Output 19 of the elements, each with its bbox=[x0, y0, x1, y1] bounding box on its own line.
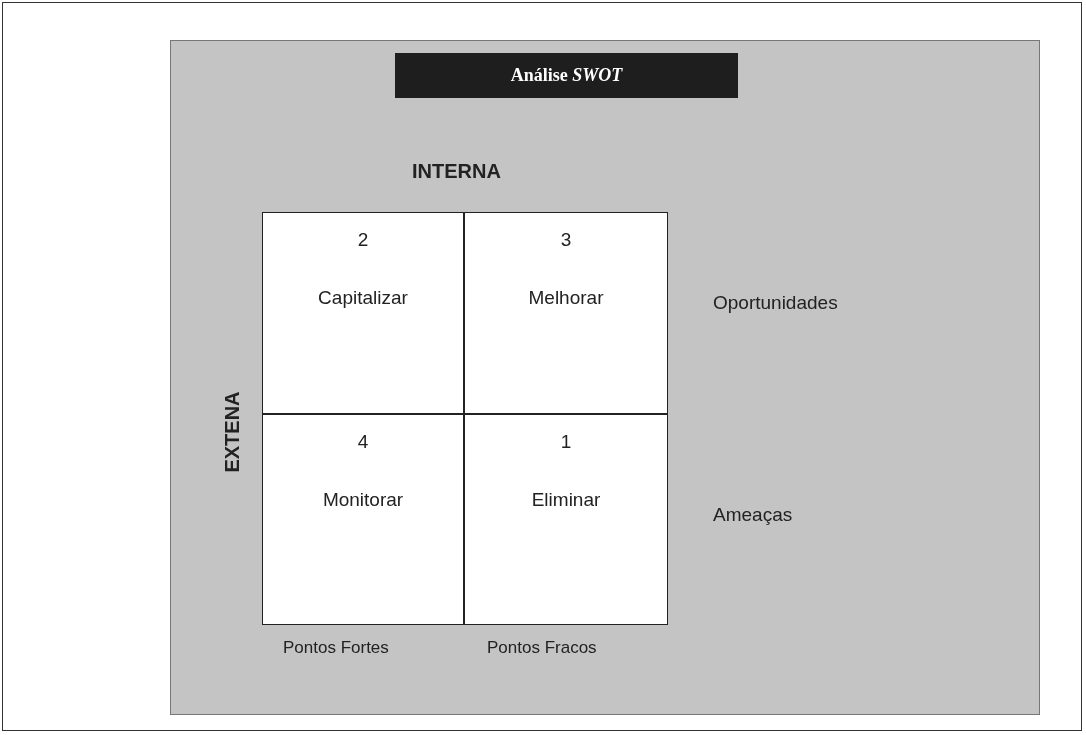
quadrant-label: Capitalizar bbox=[317, 287, 409, 309]
quadrant-number: 1 bbox=[559, 431, 573, 453]
matrix-cell bbox=[262, 212, 464, 414]
row-label: Ameaças bbox=[713, 504, 793, 526]
quadrant-number: 2 bbox=[356, 229, 370, 251]
quadrant-label: Melhorar bbox=[527, 287, 605, 309]
quadrant-number: 3 bbox=[559, 229, 573, 251]
quadrant-label: Monitorar bbox=[321, 489, 405, 511]
column-label: Pontos Fortes bbox=[283, 638, 389, 658]
row-label: Oportunidades bbox=[713, 292, 838, 314]
axis-title: INTERNA bbox=[412, 160, 501, 183]
axis-title: EXTENA bbox=[220, 391, 244, 473]
quadrant-label: Eliminar bbox=[530, 489, 602, 511]
matrix-cell bbox=[464, 212, 668, 414]
matrix-cell bbox=[262, 414, 464, 625]
quadrant-number: 4 bbox=[356, 431, 370, 453]
title-bar: Análise SWOT bbox=[395, 53, 738, 98]
column-label: Pontos Fracos bbox=[487, 638, 597, 658]
matrix-cell bbox=[464, 414, 668, 625]
